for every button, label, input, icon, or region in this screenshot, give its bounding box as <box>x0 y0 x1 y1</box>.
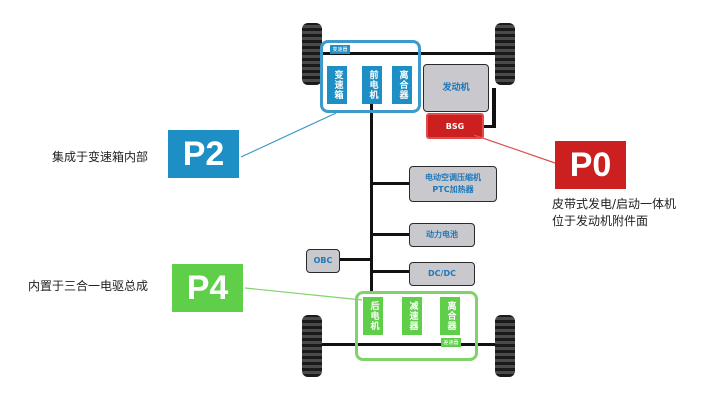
front-small-label: 变速器 <box>332 47 348 53</box>
engine-box: 发动机 <box>423 64 489 112</box>
p2-connector <box>240 112 337 158</box>
front-motor-block: 前电机 <box>362 66 382 104</box>
ptc-heater-label: PTC加热器 <box>432 185 474 194</box>
front-left-tire <box>302 23 322 85</box>
p2-label: P2 <box>182 134 225 173</box>
engine-label: 发动机 <box>442 83 470 93</box>
p0-description-line-1: 皮带式发电/启动一体机 <box>552 197 677 211</box>
p0-label: P0 <box>569 145 612 184</box>
battery-branch <box>372 233 410 236</box>
bsg-label: BSG <box>445 121 465 131</box>
dcdc-label: DC/DC <box>428 269 456 278</box>
battery-box: 动力电池 <box>409 223 475 247</box>
dcdc-box: DC/DC <box>409 262 475 286</box>
front-drive-frame <box>320 40 421 113</box>
rear-drive-frame <box>355 291 478 361</box>
dcdc-branch <box>372 270 410 273</box>
gearbox-block: 变速箱 <box>327 66 347 104</box>
reducer-block: 减速器 <box>402 297 422 335</box>
p2-tag: P2 <box>168 130 239 178</box>
ac-compressor-label: 电动空调压缩机 <box>425 173 481 182</box>
obc-box: OBC <box>306 249 340 273</box>
rear-right-tire <box>495 315 515 377</box>
front-axle <box>312 52 504 55</box>
rear-clutch-block: 离合器 <box>440 297 460 335</box>
p0-connector <box>473 134 556 164</box>
rear-small-block: 差速器 <box>441 338 461 347</box>
front-motor-label: 前电机 <box>367 70 378 100</box>
rear-left-tire <box>302 315 322 377</box>
obc-branch <box>337 258 372 261</box>
front-clutch-label: 离合器 <box>397 70 408 100</box>
p2-description: 集成于变速箱内部 <box>52 150 149 164</box>
battery-label: 动力电池 <box>426 230 458 239</box>
front-clutch-block: 离合器 <box>392 66 412 104</box>
gearbox-label: 变速箱 <box>332 70 343 100</box>
rear-axle <box>312 343 504 346</box>
rear-clutch-label: 离合器 <box>445 301 456 331</box>
ac-branch <box>372 182 410 185</box>
rear-small-label: 差速器 <box>443 340 459 346</box>
reducer-label: 减速器 <box>407 301 418 331</box>
p0-description: 皮带式发电/启动一体机 位于发动机附件面 <box>552 196 676 230</box>
ac-compressor-box: 电动空调压缩机 PTC加热器 <box>409 166 497 202</box>
p0-description-line-2: 位于发动机附件面 <box>552 214 649 228</box>
front-right-tire <box>495 23 515 85</box>
p0-tag: P0 <box>555 141 626 189</box>
engine-bsg-belt <box>492 88 496 128</box>
p4-connector <box>244 287 363 301</box>
p4-description: 内置于三合一电驱总成 <box>28 279 149 293</box>
front-small-block: 变速器 <box>330 45 350 54</box>
p4-label: P4 <box>186 268 229 307</box>
rear-motor-label: 后电机 <box>368 301 379 331</box>
rear-motor-block: 后电机 <box>363 297 383 335</box>
obc-label: OBC <box>313 256 333 265</box>
p4-tag: P4 <box>172 264 243 312</box>
drive-shaft <box>370 104 373 294</box>
